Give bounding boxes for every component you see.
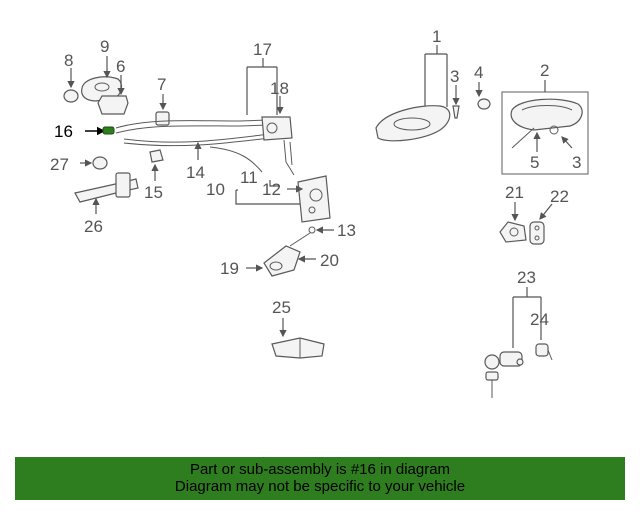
- part-22-plate: [529, 203, 553, 245]
- info-banner: Part or sub-assembly is #16 in diagram D…: [15, 457, 625, 500]
- callout-21: 21: [505, 183, 524, 202]
- callout-24: 24: [530, 310, 549, 329]
- callout-13: 13: [337, 221, 356, 240]
- part-14-rods: [115, 119, 271, 173]
- callout-17: 17: [253, 40, 272, 59]
- part-27-bolt: [80, 156, 108, 170]
- part-15-clip: [149, 149, 164, 181]
- callout-16: 16: [54, 122, 73, 141]
- part-1-outside-handle: [375, 45, 451, 142]
- callout-9: 9: [100, 37, 109, 56]
- part-4-grommet: [475, 82, 491, 110]
- callout-19: 19: [220, 259, 239, 278]
- callout-3-upper: 3: [450, 67, 459, 86]
- part-13-rod-end: [289, 226, 334, 247]
- part-25-hinge: [271, 318, 325, 359]
- callout-20: 20: [320, 251, 339, 270]
- callout-4: 4: [474, 63, 483, 82]
- callout-5: 5: [530, 153, 539, 172]
- callout-3-lower: 3: [572, 153, 581, 172]
- part-8-plug: [63, 68, 79, 103]
- callout-15: 15: [144, 183, 163, 202]
- callout-8: 8: [64, 51, 73, 70]
- callout-10: 10: [206, 180, 225, 199]
- callout-25: 25: [272, 298, 291, 317]
- callout-18: 18: [270, 79, 289, 98]
- part-26-door-check: [74, 172, 139, 214]
- part-21-striker: [499, 202, 527, 243]
- callout-labels: 8 9 6 7 16 27 15 14 26 17 18 10 11 12 13…: [50, 27, 581, 329]
- callout-27: 27: [50, 155, 69, 174]
- part-17-18-lock-rods: [246, 58, 295, 176]
- callout-26: 26: [84, 217, 103, 236]
- callout-11: 11: [240, 168, 258, 187]
- callout-14: 14: [186, 163, 205, 182]
- part-6-bezel: [97, 75, 129, 115]
- banner-line-1: Part or sub-assembly is #16 in diagram: [189, 461, 451, 478]
- part-19-20-remote: [246, 245, 316, 277]
- part-7-pad: [155, 94, 170, 126]
- callout-6: 6: [116, 57, 125, 76]
- callout-2: 2: [540, 61, 549, 80]
- callout-22: 22: [550, 187, 569, 206]
- callout-1: 1: [432, 27, 441, 46]
- part-24-cylinder-cap: [535, 343, 553, 361]
- part-16-clip: [85, 126, 115, 136]
- part-23-lock-cylinder: [484, 287, 542, 398]
- part-10-12-door-lock: [235, 175, 331, 223]
- banner-line-2: Diagram may not be specific to your vehi…: [174, 478, 466, 495]
- callout-23: 23: [517, 268, 536, 287]
- part-3-screw-upper: [452, 85, 460, 119]
- callout-7: 7: [157, 75, 166, 94]
- parts-diagram: 8 9 6 7 16 27 15 14 26 17 18 10 11 12 13…: [50, 27, 589, 398]
- part-2-handle-frame-box: [501, 80, 589, 175]
- callout-12: 12: [262, 180, 281, 199]
